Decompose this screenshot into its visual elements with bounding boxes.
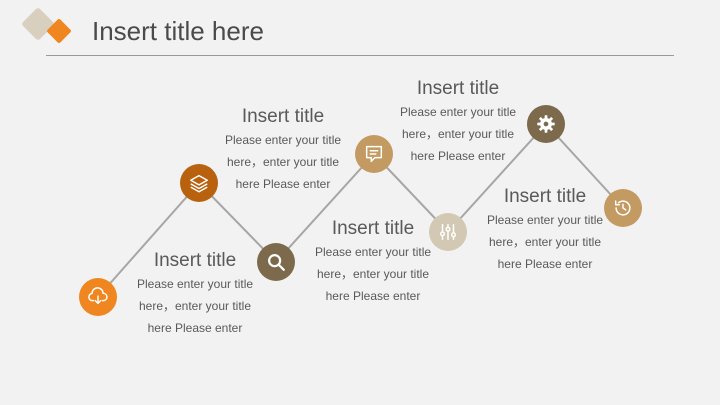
text-block-1: Insert title Please enter your title her…: [131, 249, 259, 339]
message-icon: [365, 145, 383, 163]
block-title: Insert title: [241, 106, 325, 127]
step-node-2: [180, 164, 218, 202]
step-node-3: [257, 243, 295, 281]
text-block-3: Insert title Please enter your title her…: [309, 217, 437, 307]
step-node-4: [355, 135, 393, 173]
text-block-2: Insert title Please enter your title her…: [219, 105, 347, 195]
step-node-5: [429, 213, 467, 251]
logo-diamonds: [22, 8, 71, 43]
step-node-7: [604, 189, 642, 227]
layers-icon: [190, 174, 208, 193]
block-body: Please enter your title here，enter your …: [224, 133, 342, 191]
history-icon: [614, 200, 631, 216]
text-block-4: Insert title Please enter your title her…: [394, 77, 522, 167]
block-body: Please enter your title here，enter your …: [486, 213, 604, 271]
block-body: Please enter your title here，enter your …: [399, 105, 517, 163]
page-title: Insert title here: [92, 16, 264, 46]
step-node-1: [79, 278, 117, 316]
text-block-5: Insert title Please enter your title her…: [481, 185, 609, 275]
title-divider: [46, 55, 674, 56]
block-title: Insert title: [331, 218, 415, 239]
block-title: Insert title: [153, 250, 237, 271]
block-body: Please enter your title here，enter your …: [136, 277, 254, 335]
cloud-download-icon: [88, 287, 108, 305]
search-icon: [268, 254, 285, 271]
gear-icon: [537, 115, 555, 133]
block-title: Insert title: [503, 186, 587, 207]
block-title: Insert title: [416, 78, 500, 99]
block-body: Please enter your title here，enter your …: [314, 245, 432, 303]
sliders-icon: [439, 223, 457, 241]
step-node-6: [527, 105, 565, 143]
